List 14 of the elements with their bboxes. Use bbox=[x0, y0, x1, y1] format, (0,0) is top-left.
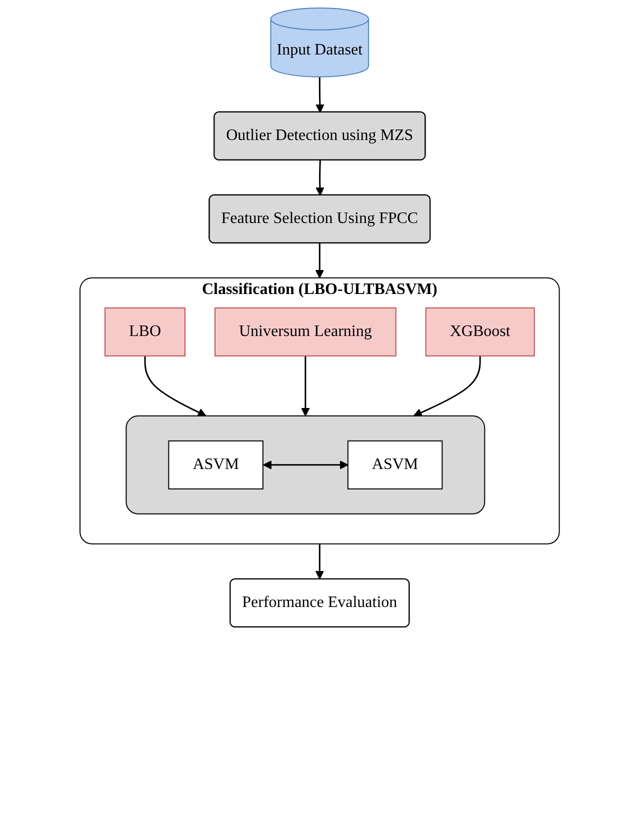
node-box: XGBoost bbox=[425, 307, 535, 356]
arrow bbox=[300, 356, 310, 416]
node-box: Universum Learning bbox=[214, 307, 396, 356]
arrow bbox=[262, 460, 348, 470]
node-box: ASVM bbox=[347, 440, 442, 490]
node-box: ASVM bbox=[168, 440, 264, 490]
arrow bbox=[315, 242, 324, 278]
node-box: LBO bbox=[104, 307, 186, 356]
arrow bbox=[315, 76, 324, 113]
cluster bbox=[126, 415, 485, 514]
arrow bbox=[315, 160, 324, 196]
arrow bbox=[315, 544, 324, 580]
arrow bbox=[144, 356, 206, 416]
arrow bbox=[413, 356, 481, 417]
